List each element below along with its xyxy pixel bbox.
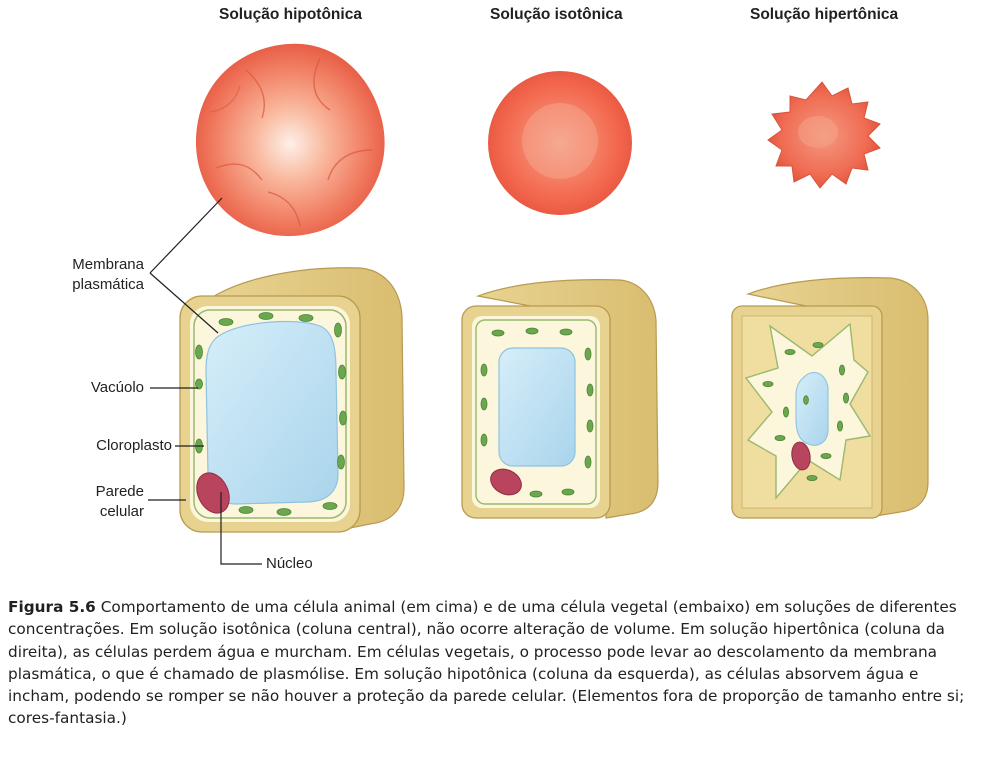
- figure-caption: Figura 5.6 Comportamento de uma célula a…: [8, 596, 983, 730]
- animal-cell-hypertonic: [767, 81, 881, 189]
- label-wall-line1: Parede: [95, 483, 144, 500]
- title-isotonic: Solução isotônica: [490, 6, 623, 23]
- title-hypotonic: Solução hipotônica: [219, 6, 362, 23]
- label-membrane-line1: Membrana: [72, 256, 144, 273]
- animal-cell-isotonic: [488, 71, 632, 215]
- plant-cell-hypotonic: [179, 267, 405, 533]
- label-wall-line2: celular: [99, 503, 144, 520]
- label-cell-wall: Parede celular: [52, 482, 144, 522]
- label-chloroplast: Cloroplasto: [96, 437, 172, 454]
- title-hypertonic: Solução hipertônica: [750, 6, 899, 23]
- figure-illustration: [148, 43, 929, 565]
- plant-cell-isotonic: [461, 279, 659, 519]
- caption-text: Comportamento de uma célula animal (em c…: [8, 598, 965, 728]
- leader-lines: [148, 197, 262, 565]
- label-vacuole: Vacúolo: [90, 379, 144, 396]
- label-plasma-membrane: Membrana plasmática: [52, 255, 144, 295]
- label-membrane-line2: plasmática: [72, 276, 144, 293]
- animal-cell-hypotonic: [196, 43, 385, 237]
- plant-cell-hypertonic: [731, 277, 929, 519]
- figure-number: Figura 5.6: [8, 598, 96, 616]
- label-nucleus: Núcleo: [266, 555, 313, 572]
